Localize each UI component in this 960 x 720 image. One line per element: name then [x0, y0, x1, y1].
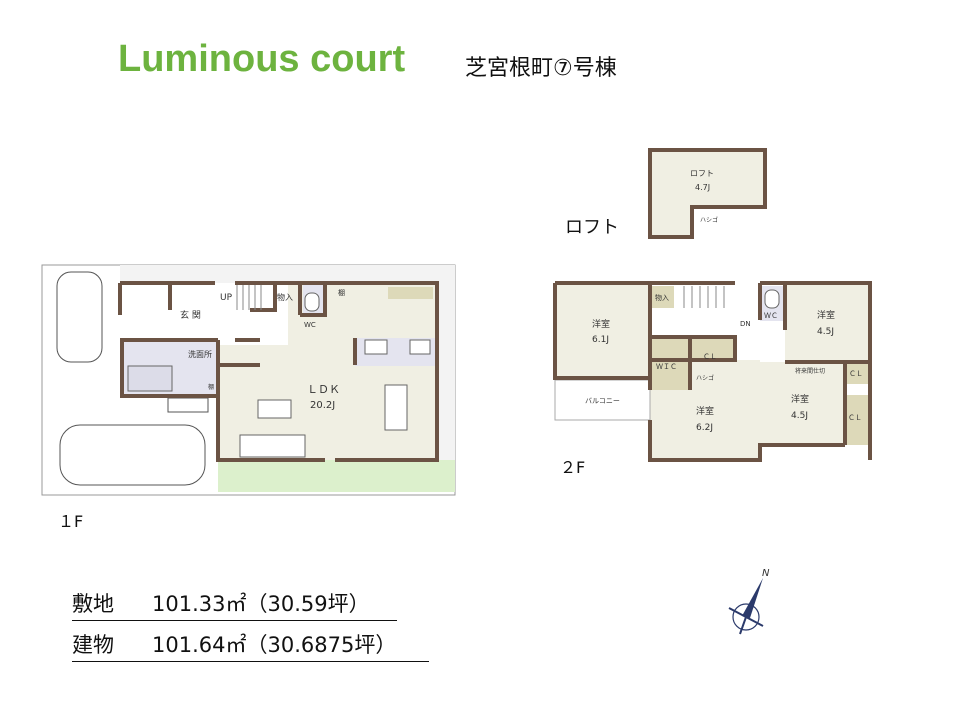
building-area-label: 建物 — [72, 633, 114, 657]
sink-icon — [364, 339, 388, 355]
room-label-west: 洋室 — [592, 318, 610, 330]
stove-icon — [409, 339, 431, 355]
site-area-row: 敷地 101.33㎡（30.59坪） — [72, 588, 397, 621]
room-label-south: 洋室 — [696, 405, 714, 417]
stairs-up-label: UP — [220, 293, 233, 303]
dining-table-icon — [384, 384, 408, 431]
room-label-ne: 洋室 — [817, 309, 835, 321]
room-size-ne: 4.5J — [817, 327, 834, 337]
site-area-value: 101.33㎡（30.59坪） — [152, 592, 370, 616]
ladder-label-2f: ハシゴ — [696, 374, 714, 382]
car-icon — [56, 271, 103, 363]
room-label-cl-2: ＣＬ — [849, 370, 863, 378]
room-label-storage-2f: 物入 — [655, 293, 669, 302]
car-icon — [59, 424, 206, 486]
room-label-wc: WC — [304, 321, 316, 329]
lawn — [218, 460, 455, 492]
future-partition-label: 将来間仕切 — [795, 367, 825, 375]
building-area-value: 101.64㎡（30.6875坪） — [152, 633, 397, 657]
room-label-ldk: ＬＤＫ — [307, 383, 340, 396]
room-label-entrance: 玄 関 — [180, 309, 201, 321]
compass-north-label: N — [762, 568, 770, 579]
stairs-down-label: DN — [740, 320, 751, 328]
loft-plan: ロフト 4.7J ハシゴ — [648, 148, 767, 239]
sofa-icon — [239, 434, 306, 458]
room-size-loft: 4.7J — [695, 183, 710, 192]
room-size-south: 6.2J — [696, 423, 713, 433]
room-size-ldk: 20.2J — [310, 400, 335, 411]
site-area-label: 敷地 — [72, 592, 114, 616]
room-label-se: 洋室 — [791, 393, 809, 405]
room-label-storage: 物入 — [277, 292, 293, 302]
room-label-shelf-2: 棚 — [208, 383, 214, 391]
room-size-west: 6.1J — [592, 335, 609, 345]
compass-icon: N — [728, 568, 770, 635]
room-label-shelf: 棚 — [338, 288, 345, 297]
second-floor-plan: 洋室 6.1J 物入 DN ＷＣ 洋室 4.5J ＷＩＣ ＣＬ ハシゴ バルコニ… — [553, 281, 872, 462]
room-label-cl-3: ＣＬ — [848, 414, 862, 422]
toilet-icon — [304, 292, 320, 312]
room-label-wc-2f: ＷＣ — [764, 312, 778, 320]
second-floor-label: ２F — [560, 458, 586, 477]
counter-icon — [388, 287, 433, 299]
toilet-icon — [764, 289, 780, 309]
room-label-washroom: 洗面所 — [188, 349, 212, 359]
room-size-se: 4.5J — [791, 411, 808, 421]
first-floor-label: １F — [58, 512, 84, 531]
loft-floor-label: ロフト — [565, 217, 619, 238]
page-title: Luminous court — [118, 38, 406, 80]
room-label-balcony: バルコニー — [585, 397, 620, 405]
bathtub-icon — [127, 365, 173, 392]
room-label-wic: ＷＩＣ — [656, 363, 677, 371]
room-label-cl: ＣＬ — [703, 353, 717, 361]
ladder-label-loft: ハシゴ — [700, 216, 718, 224]
room-label-loft: ロフト — [690, 169, 714, 178]
property-name: 芝宮根町⑦号棟 — [465, 56, 617, 81]
table-icon — [257, 399, 292, 419]
first-floor-plan: 玄 関 UP 物入 WC 棚 洗面所 ＬＤＫ 20.2J 棚 — [41, 264, 456, 496]
building-area-row: 建物 101.64㎡（30.6875坪） — [72, 629, 429, 662]
